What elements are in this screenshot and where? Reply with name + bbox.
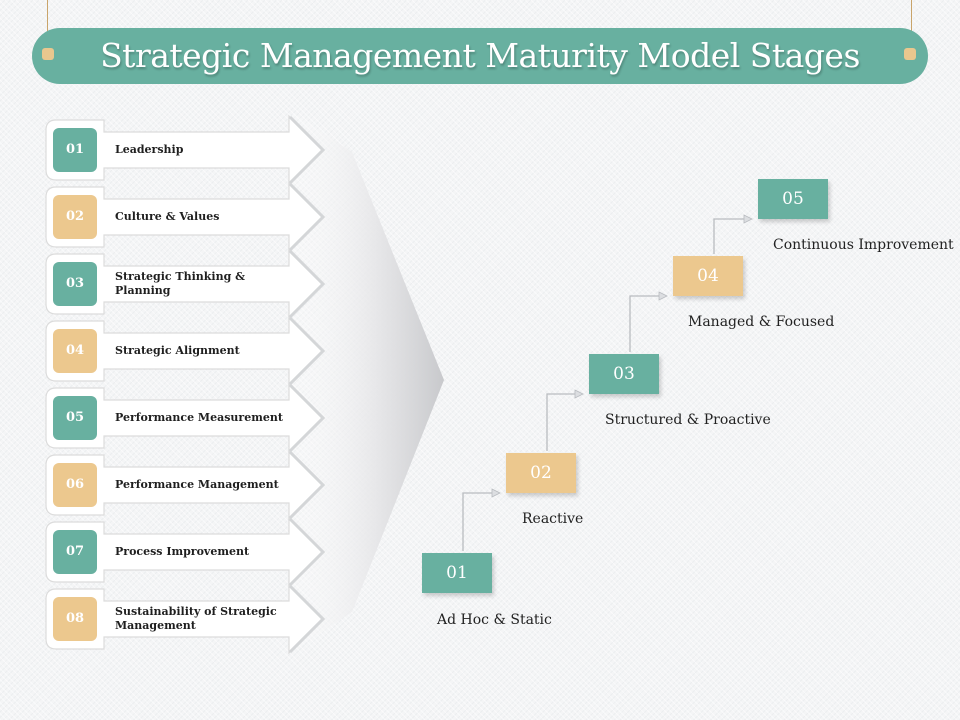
page-title: Strategic Management Maturity Model Stag… bbox=[100, 36, 860, 75]
list-number-badge: 08 bbox=[53, 597, 97, 641]
list-item-arrow-shape bbox=[45, 315, 326, 387]
list-item: 02 Culture & Values bbox=[44, 181, 329, 253]
list-item: 08 Sustainability of Strategic Management bbox=[44, 583, 329, 655]
list-item-arrow-shape bbox=[45, 382, 326, 454]
list-item: 06 Performance Management bbox=[44, 449, 329, 521]
list-item-label: Performance Measurement bbox=[115, 411, 283, 424]
stage-label: Continuous Improvement bbox=[773, 237, 954, 253]
hanging-string-left bbox=[47, 0, 48, 48]
list-item: 03 Strategic Thinking & Planning bbox=[44, 248, 329, 320]
list-item-arrow-shape bbox=[45, 248, 326, 320]
hanging-string-right bbox=[911, 0, 912, 48]
list-item: 05 Performance Measurement bbox=[44, 382, 329, 454]
list-number-badge: 02 bbox=[53, 195, 97, 239]
arrowhead-icon bbox=[574, 389, 584, 399]
stage-number-box: 01 bbox=[422, 553, 492, 593]
list-item-arrow-shape bbox=[45, 181, 326, 253]
list-item-label: Leadership bbox=[115, 143, 184, 156]
title-peg-right bbox=[904, 48, 916, 60]
list-item-arrow-shape bbox=[45, 583, 326, 655]
list-item: 04 Strategic Alignment bbox=[44, 315, 329, 387]
stage-label: Reactive bbox=[522, 511, 584, 527]
stage-connector bbox=[629, 295, 659, 352]
list-number-badge: 01 bbox=[53, 128, 97, 172]
arrowhead-icon bbox=[743, 214, 753, 224]
list-item-label: Performance Management bbox=[115, 478, 279, 491]
title-peg-left bbox=[42, 48, 54, 60]
arrowhead-icon bbox=[491, 488, 501, 498]
funnel-arrow bbox=[292, 112, 444, 652]
stage-connector bbox=[462, 492, 492, 551]
stage-label: Structured & Proactive bbox=[605, 412, 771, 428]
stage-number-box: 04 bbox=[673, 256, 743, 296]
list-item-label: Strategic Thinking & Planning bbox=[115, 270, 246, 297]
list-item-arrow-shape bbox=[45, 449, 326, 521]
list-number-badge: 06 bbox=[53, 463, 97, 507]
list-number-badge: 04 bbox=[53, 329, 97, 373]
list-number-badge: 03 bbox=[53, 262, 97, 306]
arrowhead-icon bbox=[658, 291, 668, 301]
stage-number-box: 05 bbox=[758, 179, 828, 219]
stage-connector bbox=[546, 393, 575, 451]
stage-number-box: 03 bbox=[589, 354, 659, 394]
stage-connector bbox=[713, 218, 744, 254]
title-banner: Strategic Management Maturity Model Stag… bbox=[32, 28, 928, 84]
list-item-label: Culture & Values bbox=[115, 210, 220, 223]
list-item-label: Strategic Alignment bbox=[115, 344, 240, 357]
list-number-badge: 07 bbox=[53, 530, 97, 574]
stage-label: Ad Hoc & Static bbox=[437, 612, 552, 628]
list-item-label: Sustainability of Strategic Management bbox=[115, 605, 277, 632]
list-item-arrow-shape bbox=[45, 516, 326, 588]
stage-label: Managed & Focused bbox=[688, 314, 835, 330]
list-item-label: Process Improvement bbox=[115, 545, 250, 558]
list-item: 01 Leadership bbox=[44, 114, 329, 186]
list-item: 07 Process Improvement bbox=[44, 516, 329, 588]
list-number-badge: 05 bbox=[53, 396, 97, 440]
stage-number-box: 02 bbox=[506, 453, 576, 493]
list-item-arrow-shape bbox=[45, 114, 326, 186]
